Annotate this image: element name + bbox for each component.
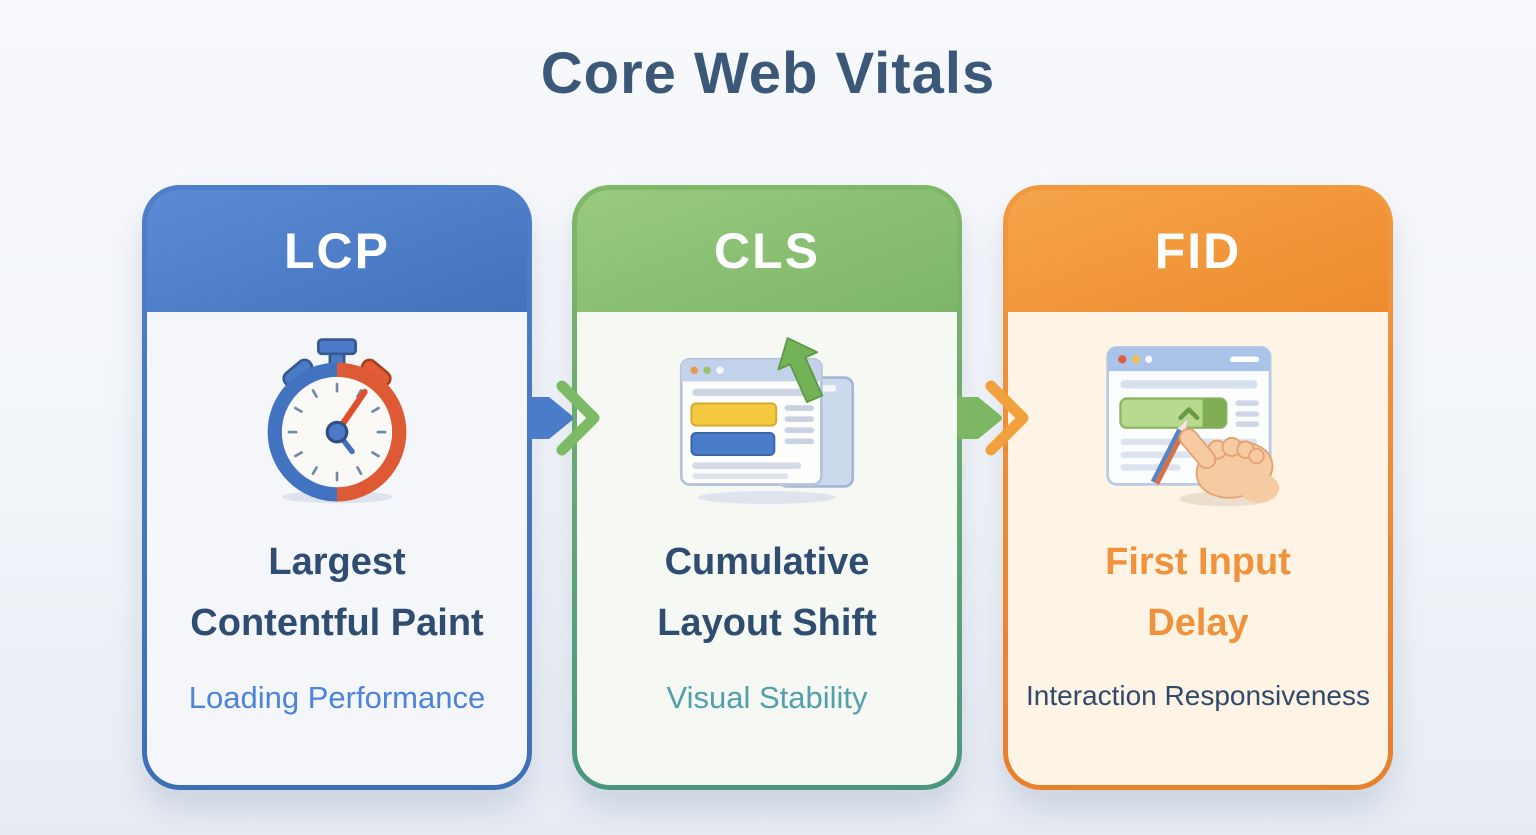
card-fid-name: First Input Delay: [1105, 532, 1291, 654]
card-cls-sublabel: Visual Stability: [666, 679, 868, 715]
card-lcp-abbr: LCP: [284, 223, 390, 279]
card-fid: FID: [1003, 185, 1393, 790]
card-fid-body: First Input Delay Interaction Responsive…: [1008, 312, 1388, 785]
card-lcp: LCP: [142, 185, 532, 790]
card-lcp-sublabel: Loading Performance: [188, 679, 486, 715]
layout-shift-icon: [661, 326, 873, 514]
card-cls: CLS: [572, 185, 962, 790]
card-fid-sublabel: Interaction Responsiveness: [1026, 679, 1370, 711]
card-lcp-name: Largest Contentful Paint: [190, 532, 483, 654]
card-cls-name-line2: Layout Shift: [657, 601, 877, 644]
card-cls-name: Cumulative Layout Shift: [657, 532, 877, 654]
card-lcp-header: LCP: [147, 190, 527, 312]
arrow-lcp-to-cls-icon: [528, 373, 608, 463]
card-fid-abbr: FID: [1154, 223, 1242, 279]
card-cls-abbr: CLS: [714, 223, 820, 279]
card-cls-name-line1: Cumulative: [664, 541, 870, 583]
card-fid-header: FID: [1008, 190, 1388, 312]
arrow-cls-to-fid-icon: [957, 373, 1037, 463]
click-pointer-icon: [1093, 326, 1303, 514]
page-title: Core Web Vitals: [540, 41, 996, 106]
card-lcp-name-line2: Contentful Paint: [190, 601, 484, 644]
card-lcp-name-line1: Largest: [268, 541, 406, 583]
stopwatch-icon: [248, 326, 426, 514]
card-fid-name-line2: Delay: [1147, 601, 1249, 644]
card-fid-name-line1: First Input: [1105, 541, 1291, 583]
card-lcp-body: Largest Contentful Paint Loading Perform…: [147, 312, 527, 785]
card-cls-header: CLS: [577, 190, 957, 312]
card-cls-body: Cumulative Layout Shift Visual Stability: [577, 312, 957, 785]
